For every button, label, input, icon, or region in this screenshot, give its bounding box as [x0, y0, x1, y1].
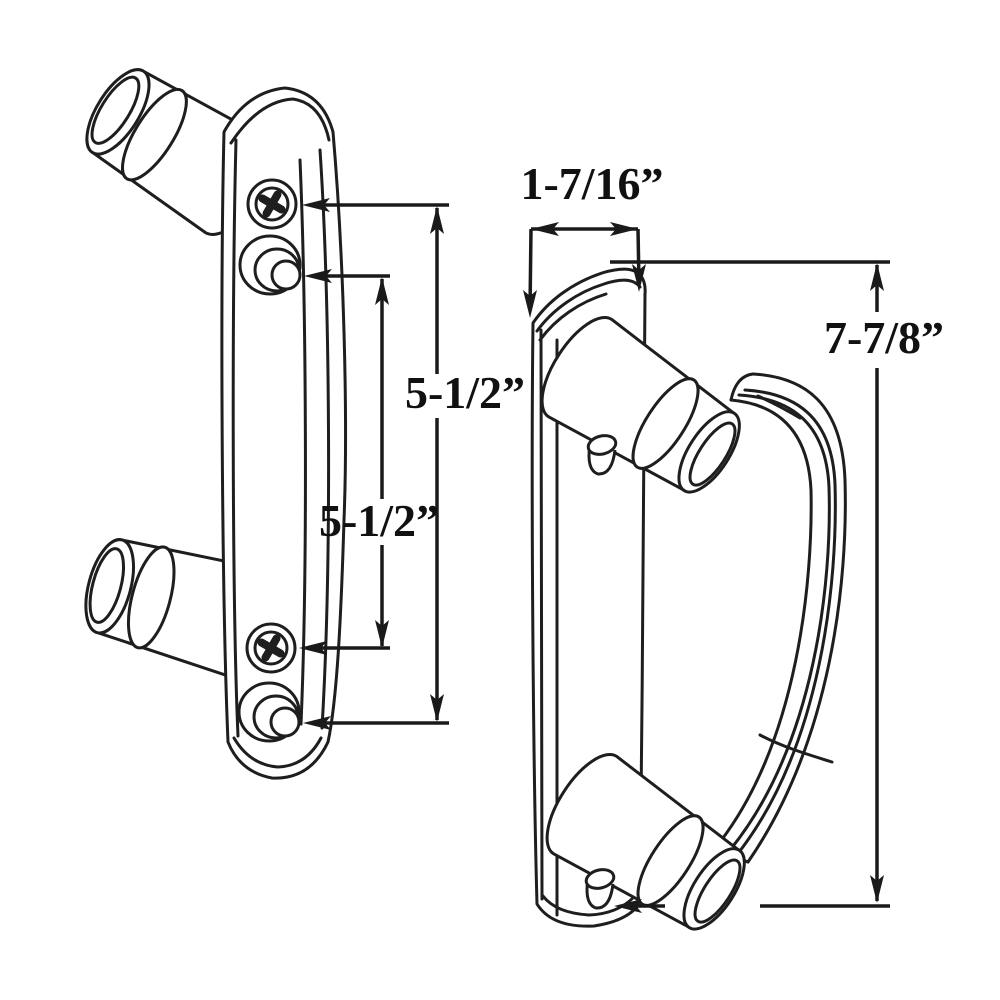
plate-inner-left-line	[231, 138, 240, 738]
phillips-screw-bottom	[245, 622, 297, 674]
clip-head	[584, 868, 616, 890]
arrowhead-down	[632, 264, 646, 292]
left-view	[84, 68, 348, 780]
post-cap-inner	[688, 421, 737, 487]
screw-head-inner	[253, 630, 289, 666]
post-cap-inner	[90, 75, 141, 145]
right-view	[530, 267, 847, 931]
dimension-annotations: 5-1/2” 5-1/2” 1-7/16” 7-7/8”	[299, 158, 944, 913]
post-cap-inner	[693, 858, 742, 924]
post-rim	[636, 814, 705, 907]
plate-top-inner-arc	[229, 97, 331, 145]
arrowhead-down	[430, 694, 444, 722]
arrowhead-right	[610, 222, 638, 236]
post-rim	[126, 545, 176, 650]
phillips-screw-top	[246, 178, 298, 230]
arrowhead-down	[523, 290, 537, 318]
phillips-cross-icon	[258, 190, 286, 218]
plate-inner-right-arc	[318, 148, 331, 730]
grip-bottom-seam	[758, 733, 834, 764]
dim-label-spacing-outer: 5-1/2”	[405, 367, 525, 418]
arrowhead-left	[303, 716, 331, 730]
post-cap	[677, 410, 741, 494]
arrowhead-left	[299, 641, 327, 655]
arrowhead-left	[304, 269, 332, 283]
plate-bottom-inner-arc	[232, 736, 323, 769]
post-cap	[84, 538, 135, 635]
plate-top-inner-arc	[535, 278, 642, 333]
guide-pin-bottom	[237, 681, 301, 743]
arrowhead-left	[302, 198, 330, 212]
arrowhead-up	[375, 277, 389, 305]
arrowhead-left	[614, 899, 642, 913]
handle-post-bottom	[545, 753, 746, 931]
arrowhead-left	[531, 222, 559, 236]
post-cap	[682, 847, 746, 931]
grip-top-end	[729, 372, 755, 402]
dim-label-width: 1-7/16”	[520, 158, 663, 209]
grip-top-seam	[756, 394, 802, 420]
phillips-cross-icon	[257, 634, 285, 662]
grip-inner-edge	[718, 398, 813, 844]
plate-face-line	[298, 158, 307, 726]
pin-cap	[270, 259, 302, 291]
arrowhead-up	[870, 263, 884, 291]
dim-label-spacing-inner: 5-1/2”	[319, 495, 439, 546]
plate-top-inner-arc2	[538, 292, 608, 342]
grip-mid-line-2	[728, 393, 831, 852]
handle-grip	[718, 372, 847, 864]
grip-outer-edge	[746, 372, 847, 864]
post-rim	[121, 87, 188, 182]
screw-head-inner	[254, 186, 290, 222]
grip-mid-line-1	[734, 388, 837, 858]
arrowhead-up	[430, 206, 444, 234]
post-cap-inner	[88, 547, 126, 624]
handle-post-top	[540, 316, 741, 494]
spring-clip-bottom	[584, 868, 616, 910]
arrowhead-down	[870, 875, 884, 903]
spring-clip-top	[586, 434, 618, 476]
post-rim	[631, 377, 700, 470]
guide-pin-top	[238, 234, 302, 296]
pin-cap	[269, 706, 301, 738]
dim-label-height: 7-7/8”	[824, 312, 944, 363]
clip-head	[586, 434, 618, 456]
plate-left-inner-line	[539, 328, 544, 901]
arrowhead-down	[375, 620, 389, 648]
post-cap	[85, 68, 151, 156]
